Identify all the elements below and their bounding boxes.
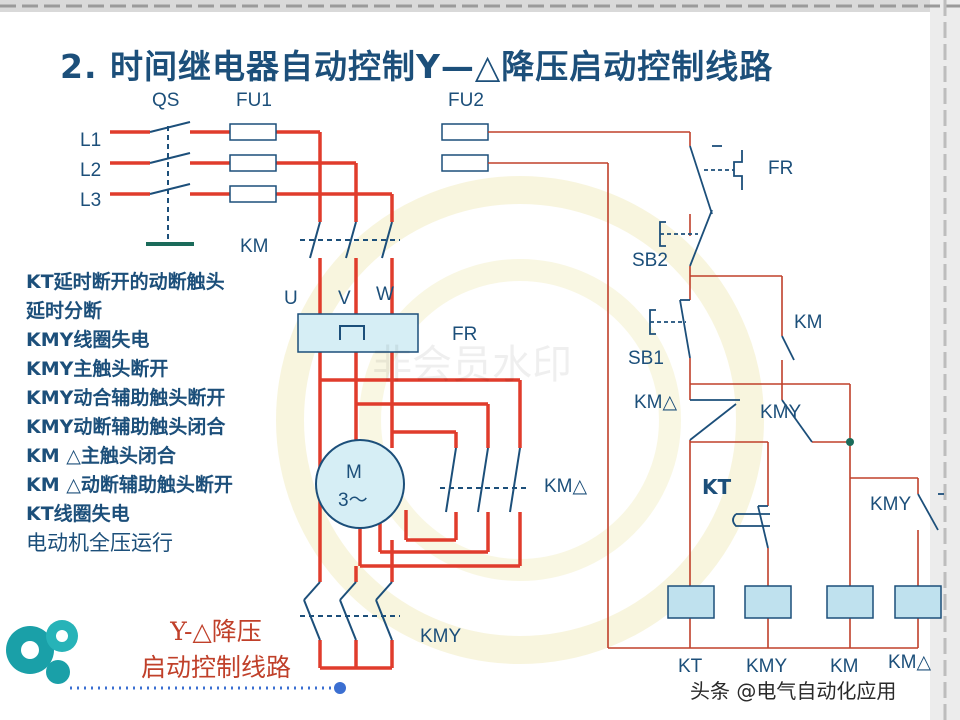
- km-y-main-contacts: [300, 581, 400, 641]
- label-km-y-nc: KMY: [760, 402, 802, 423]
- label-w: W: [376, 284, 394, 305]
- caption-line-1: Y-△降压: [170, 617, 262, 646]
- fu1-fuses: [229, 123, 277, 203]
- coil-kmd: [894, 585, 942, 619]
- note-item: KMY线圈失电: [26, 329, 150, 351]
- label-fu1: FU1: [236, 90, 272, 111]
- label-km-main: KM: [240, 236, 269, 257]
- note-item: KM △主触头闭合: [26, 445, 176, 467]
- motor-label-phase: 3～: [338, 490, 368, 511]
- coil-kmy: [744, 585, 792, 619]
- label-km-delta-main: KM△: [544, 476, 588, 497]
- note-item: KT延时断开的动断触头: [26, 271, 225, 293]
- km-main-contacts: [300, 221, 400, 259]
- label-km-y-main: KMY: [420, 626, 462, 647]
- km-delta-main-contacts: [440, 447, 530, 513]
- note-item: KMY动断辅助触头闭合: [26, 416, 226, 438]
- label-coil-kt: KT: [678, 656, 703, 677]
- qs-switch: [146, 121, 194, 246]
- label-coil-km: KM: [830, 656, 859, 677]
- note-item: KM △动断辅助触头断开: [26, 474, 233, 496]
- label-fu2: FU2: [448, 90, 484, 111]
- sequence-notes: KT延时断开的动断触头 延时分断 KMY线圈失电 KMY主触头断开 KMY动合辅…: [26, 268, 296, 558]
- label-v: V: [338, 288, 351, 309]
- fu2-fuses: [441, 123, 489, 172]
- motor: [315, 439, 405, 529]
- label-l1: L1: [80, 130, 101, 151]
- label-kt: KT: [702, 475, 731, 499]
- label-sb1: SB1: [628, 348, 664, 369]
- label-fr-main: FR: [452, 324, 477, 345]
- label-l3: L3: [80, 190, 101, 211]
- divider-dot: [334, 682, 346, 694]
- coil-km: [826, 585, 874, 619]
- label-u: U: [284, 288, 298, 309]
- label-l2: L2: [80, 160, 101, 181]
- source-credit: 头条 @电气自动化应用: [690, 679, 897, 703]
- note-item: KMY动合辅助触头断开: [26, 387, 226, 409]
- watermark: 非会员水印: [372, 342, 572, 388]
- label-km-delta-nc: KM△: [634, 392, 678, 413]
- gear-icon: [6, 620, 78, 684]
- coils: [667, 585, 942, 619]
- label-km-hold: KM: [794, 312, 823, 333]
- motor-label-m: M: [346, 462, 362, 483]
- caption-line-2: 启动控制线路: [140, 653, 291, 682]
- label-sb2: SB2: [632, 250, 668, 271]
- coil-kt: [667, 585, 715, 619]
- label-qs: QS: [152, 90, 179, 111]
- label-fr-ctrl: FR: [768, 158, 793, 179]
- junction-dot: [846, 438, 854, 446]
- label-coil-kmd: KM△: [888, 652, 932, 673]
- note-item: KT线圈失电: [26, 503, 130, 525]
- label-km-y-hold: KMY: [870, 494, 912, 515]
- note-item: 电动机全压运行: [26, 531, 173, 555]
- note-item: KMY主触头断开: [26, 358, 169, 380]
- control-contacts: [649, 145, 944, 549]
- label-coil-kmy: KMY: [746, 656, 788, 677]
- note-item: 延时分断: [26, 300, 103, 322]
- control-circuit: [488, 131, 919, 649]
- page-title: 2. 时间继电器自动控制Y—△降压启动控制线路: [60, 47, 774, 86]
- fr-thermal-element: [297, 313, 419, 353]
